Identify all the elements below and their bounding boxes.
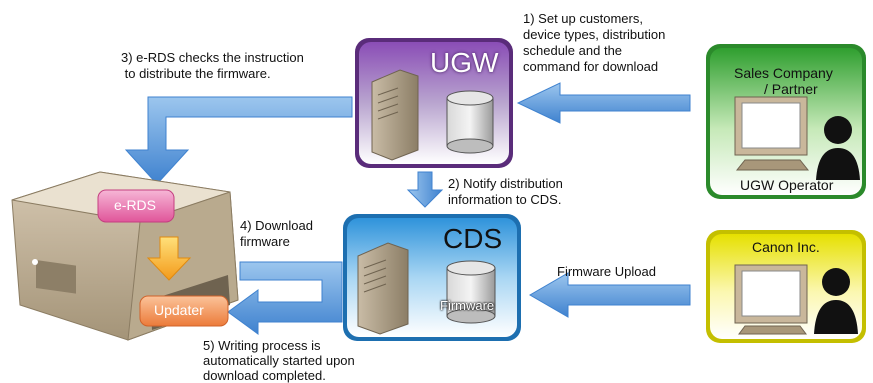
erds-box: [97, 189, 175, 223]
ugw-server-icon: [371, 69, 419, 161]
arrow-erds-to-updater: [146, 236, 192, 281]
canon-label: Canon Inc.: [752, 239, 820, 255]
ugw-database-icon: [446, 90, 494, 154]
sales-node: [706, 44, 866, 199]
cds-title: CDS: [443, 223, 503, 254]
canon-computer-icon: [734, 264, 808, 335]
printer-illustration: [11, 171, 239, 341]
sales-computer-icon: [734, 96, 810, 171]
ugw-node: [355, 38, 513, 168]
canon-person-icon: [814, 268, 858, 334]
arrow-ugw-to-cds: [406, 171, 444, 208]
updater-box: [139, 295, 229, 327]
sales-person-icon: [816, 116, 860, 180]
upload-text: Firmware Upload: [557, 264, 656, 279]
canon-node: [706, 230, 866, 343]
erds-label: e-RDS: [114, 197, 157, 213]
cds-database-icon: [446, 260, 496, 324]
sales-line1: Sales Company: [734, 65, 833, 81]
updater-label: Updater: [154, 302, 204, 318]
ugw-title: UGW: [430, 47, 499, 78]
sales-footer: UGW Operator: [740, 177, 834, 193]
arrow-canon-to-cds: [529, 272, 691, 318]
arrow-cds-to-updater: [227, 261, 343, 335]
cds-node: [343, 214, 521, 341]
cds-server-icon: [357, 242, 409, 335]
arrow-sales-to-ugw: [516, 82, 691, 124]
sales-line2: / Partner: [764, 81, 818, 97]
cds-db-label: Firmware: [440, 298, 495, 313]
arrow-ugw-to-erds: [124, 96, 353, 185]
